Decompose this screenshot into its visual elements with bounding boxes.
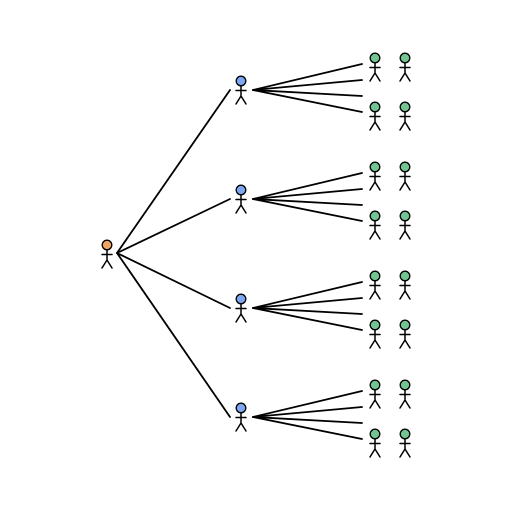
node-2-leaf-3-person-body (369, 220, 381, 240)
node-4-to-leaf-4-edge (252, 416, 363, 440)
node-1-to-leaf-4-edge (252, 89, 363, 113)
node-1-leaf-1-person-head (369, 52, 381, 64)
node-4-leaf-2-person-body (399, 389, 411, 409)
node-2-leaf-1-person-head (369, 161, 381, 173)
node-3-to-leaf-3-edge (252, 307, 363, 315)
tree-edges (116, 63, 363, 440)
node-3-to-leaf-2-edge (252, 297, 363, 309)
node-1-to-leaf-1-edge (252, 63, 363, 91)
node-3-leaf-2-person-icon (399, 270, 411, 300)
node-2-leaf-3-person-icon (369, 210, 381, 240)
node-4-to-leaf-2-edge (252, 406, 363, 418)
node-2-leaf-2-person-head (399, 161, 411, 173)
root-person-body (101, 249, 113, 269)
node-1-person-body (235, 85, 247, 105)
node-2-person-icon (235, 184, 247, 214)
node-2-leaf-2-person-body (399, 171, 411, 191)
node-2-person-head (235, 184, 247, 196)
node-3-leaf-1-person-head (369, 270, 381, 282)
node-4-leaf-3-person-body (369, 438, 381, 458)
node-1-leaf-3-person-body (369, 111, 381, 131)
node-2-leaf-4-person-body (399, 220, 411, 240)
node-3-leaf-1-person-icon (369, 270, 381, 300)
node-1-to-leaf-2-edge (252, 79, 363, 91)
node-3-to-leaf-1-edge (252, 281, 363, 309)
node-1-leaf-1-person-body (369, 62, 381, 82)
node-3-leaf-2-person-body (399, 280, 411, 300)
node-1-leaf-2-person-head (399, 52, 411, 64)
node-1-person-head (235, 75, 247, 87)
node-2-to-leaf-3-edge (252, 198, 363, 206)
node-4-leaf-1-person-head (369, 379, 381, 391)
node-4-leaf-2-person-head (399, 379, 411, 391)
node-2-to-leaf-1-edge (252, 172, 363, 200)
node-1-leaf-2-person-body (399, 62, 411, 82)
node-3-person-icon (235, 293, 247, 323)
node-4-leaf-1-person-icon (369, 379, 381, 409)
node-3-person-body (235, 303, 247, 323)
node-2-to-leaf-2-edge (252, 188, 363, 200)
node-3-leaf-3-person-body (369, 329, 381, 349)
node-3-leaf-3-person-icon (369, 319, 381, 349)
root-to-node-2-edge (116, 198, 231, 254)
node-3-leaf-4-person-icon (399, 319, 411, 349)
tree-nodes (101, 52, 411, 458)
node-4-leaf-4-person-body (399, 438, 411, 458)
node-2-leaf-4-person-head (399, 210, 411, 222)
node-1-to-leaf-3-edge (252, 89, 363, 97)
node-4-leaf-3-person-head (369, 428, 381, 440)
node-4-leaf-4-person-icon (399, 428, 411, 458)
node-2-leaf-4-person-icon (399, 210, 411, 240)
node-1-leaf-4-person-head (399, 101, 411, 113)
node-1-person-icon (235, 75, 247, 105)
node-2-to-leaf-4-edge (252, 198, 363, 222)
node-4-person-body (235, 412, 247, 432)
node-4-person-icon (235, 402, 247, 432)
node-2-leaf-1-person-body (369, 171, 381, 191)
node-3-to-leaf-4-edge (252, 307, 363, 331)
root-to-node-4-edge (116, 252, 231, 418)
node-1-leaf-4-person-body (399, 111, 411, 131)
node-2-leaf-2-person-icon (399, 161, 411, 191)
node-4-leaf-3-person-icon (369, 428, 381, 458)
node-3-person-head (235, 293, 247, 305)
node-3-leaf-4-person-head (399, 319, 411, 331)
node-3-leaf-1-person-body (369, 280, 381, 300)
node-1-leaf-2-person-icon (399, 52, 411, 82)
node-1-leaf-1-person-icon (369, 52, 381, 82)
root-person-icon (101, 239, 113, 269)
node-3-leaf-2-person-head (399, 270, 411, 282)
node-4-to-leaf-3-edge (252, 416, 363, 424)
node-2-leaf-3-person-head (369, 210, 381, 222)
root-to-node-3-edge (116, 252, 231, 309)
root-person-head (101, 239, 113, 251)
node-4-leaf-1-person-body (369, 389, 381, 409)
node-3-leaf-3-person-head (369, 319, 381, 331)
node-4-to-leaf-1-edge (252, 390, 363, 418)
node-4-leaf-4-person-head (399, 428, 411, 440)
node-4-person-head (235, 402, 247, 414)
node-4-leaf-2-person-icon (399, 379, 411, 409)
node-2-leaf-1-person-icon (369, 161, 381, 191)
node-1-leaf-4-person-icon (399, 101, 411, 131)
root-to-node-1-edge (116, 89, 231, 254)
node-2-person-body (235, 194, 247, 214)
node-1-leaf-3-person-icon (369, 101, 381, 131)
node-3-leaf-4-person-body (399, 329, 411, 349)
node-1-leaf-3-person-head (369, 101, 381, 113)
